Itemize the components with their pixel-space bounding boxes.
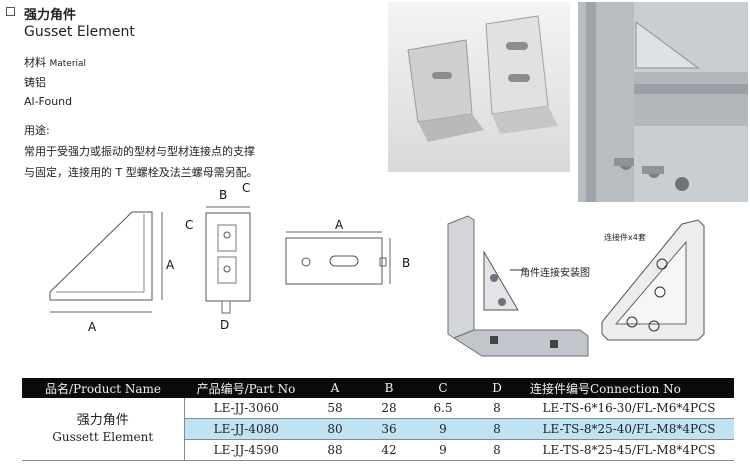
- table-row: 强力角件 Gussett Element LE-JJ-3060 58 28 6.…: [22, 398, 734, 461]
- checkbox-icon: [6, 7, 15, 16]
- connection-cell: LE-TS-8*25-45/FL-M8*4PCS: [524, 439, 734, 461]
- dimension-b-top: B: [402, 256, 411, 270]
- front-view-drawing: [198, 195, 268, 320]
- b-cell: 28: [362, 398, 416, 419]
- product-name-cell: 强力角件 Gussett Element: [22, 398, 185, 461]
- b-cell: 42: [362, 439, 416, 461]
- a-cell: 58: [308, 398, 362, 419]
- installation-photo: [578, 2, 748, 202]
- title-en: Gusset Element: [24, 24, 135, 40]
- top-view-drawing: [280, 228, 400, 298]
- d-cell: 8: [470, 418, 524, 440]
- product-name-en: Gussett Element: [52, 430, 154, 444]
- header-a: A: [308, 378, 362, 398]
- gusset-photo-image: [388, 2, 570, 172]
- usage-label: 用途:: [24, 124, 50, 137]
- part-no-cell: LE-JJ-4590: [184, 439, 308, 461]
- usage-line-1: 常用于受强力或振动的型材与型材连接点的支撑: [24, 145, 255, 158]
- table-row-highlighted: LE-JJ-4080 80 36 9 8 LE-TS-8*25-40/FL-M8…: [22, 418, 734, 440]
- table-row: LE-JJ-4590 88 42 9 8 LE-TS-8*25-45/FL-M8…: [22, 439, 734, 461]
- top-view-svg: [285, 231, 391, 285]
- material-label: 材料 Material: [24, 54, 86, 70]
- material-value-en: Al-Found: [24, 95, 73, 108]
- material-label-cn: 材料: [24, 56, 46, 69]
- d-cell: 8: [470, 398, 524, 419]
- assembly-drawing: [440, 212, 590, 372]
- c-cell: 9: [416, 439, 470, 461]
- header-d: D: [470, 378, 524, 398]
- spec-table: 品名/Product Name 产品编号/Part No A B C D 连接件…: [22, 378, 734, 461]
- material-value-cn: 铸铝: [24, 76, 46, 89]
- product-name-cn: 强力角件: [76, 413, 129, 428]
- material-label-en: Material: [49, 59, 87, 69]
- table-header-row: 品名/Product Name 产品编号/Part No A B C D 连接件…: [22, 378, 734, 398]
- dimension-c-front-2: C: [185, 218, 194, 232]
- header-c: C: [416, 378, 470, 398]
- fastener-drawing: [598, 214, 740, 364]
- side-view-drawing: [40, 200, 190, 340]
- installation-photo-image: [578, 2, 748, 202]
- dimension-a-top: A: [335, 218, 344, 232]
- part-no-cell: LE-JJ-4080: [184, 418, 308, 440]
- c-cell: 9: [416, 418, 470, 440]
- side-view-svg: [49, 211, 163, 313]
- connection-cell: LE-TS-6*16-30/FL-M6*4PCS: [524, 398, 734, 419]
- dimension-d-front: D: [220, 318, 230, 332]
- header-product-name: 品名/Product Name: [22, 378, 184, 398]
- assembly-svg: [447, 215, 589, 357]
- assembly-caption: 角件连接安装图: [520, 268, 590, 279]
- usage-line-2: 与固定，连接用的 T 型螺栓及法兰螺母需另配。: [24, 166, 258, 179]
- dimension-b-front: B: [219, 188, 228, 202]
- a-cell: 88: [308, 439, 362, 461]
- a-cell: 80: [308, 418, 362, 440]
- d-cell: 8: [470, 439, 524, 461]
- dimension-a-side-vertical: A: [166, 258, 175, 272]
- c-cell: 6.5: [416, 398, 470, 419]
- title-cn: 强力角件: [24, 8, 77, 23]
- fastener-svg: [601, 219, 705, 341]
- header-part-no: 产品编号/Part No: [184, 378, 308, 398]
- header-b: B: [362, 378, 416, 398]
- b-cell: 36: [362, 418, 416, 440]
- header-connection-no: 连接件编号Connection No: [524, 378, 734, 398]
- fastener-caption: 连接件x4套: [604, 233, 646, 242]
- dimension-c-front-1: C: [242, 181, 251, 195]
- part-no-cell: LE-JJ-3060: [184, 398, 308, 419]
- dimension-a-side: A: [88, 320, 97, 334]
- product-photo: [388, 2, 570, 172]
- front-view-svg: [205, 206, 251, 314]
- connection-cell: LE-TS-8*25-40/FL-M8*4PCS: [524, 418, 734, 440]
